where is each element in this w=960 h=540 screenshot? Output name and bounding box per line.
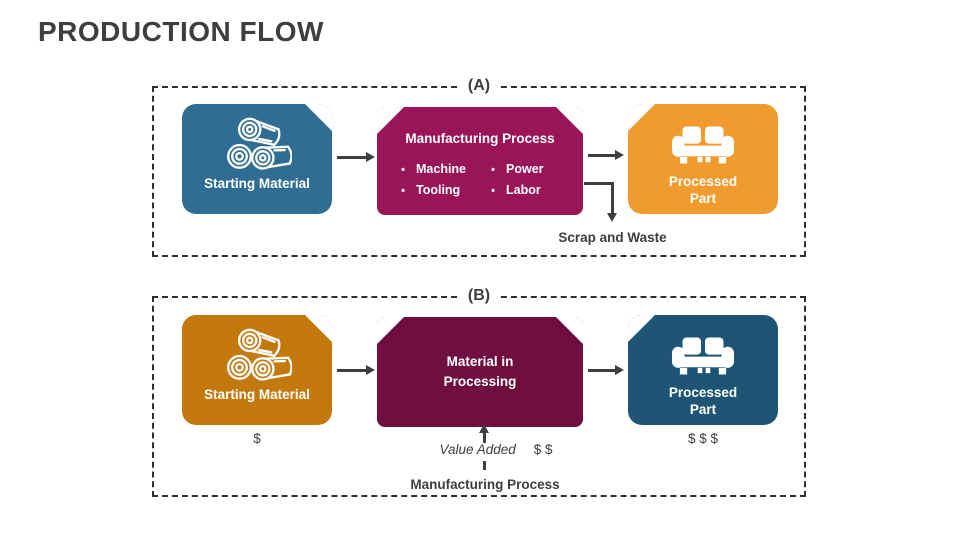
starting-material-label: Starting Material [204,387,310,402]
bullet-label: Power [506,162,544,176]
processed-part-line1: Processed [668,174,738,189]
scrap-connector-arrow [607,182,616,222]
material-in-processing-line2: Processing [443,374,517,389]
section-a-panel: (A) [152,76,806,257]
section-a-label: (A) [457,76,501,96]
chamfer-decoration [556,107,583,134]
bullet-label: Machine [416,162,467,176]
arrow-a-start-to-process [337,152,375,161]
section-a-manufacturing-process-box: Manufacturing Process • Machine • Power … [377,107,583,215]
value-added-arrow-up [479,424,488,443]
starting-material-label: Starting Material [204,176,310,191]
couch-icon [671,126,735,164]
logs-icon [227,326,292,382]
value-added-dash [483,461,486,470]
section-a-processed-part-box: Processed Part [628,104,778,214]
chamfer-decoration [377,317,404,344]
bullet-label: Tooling [416,183,461,197]
bullet-dot: • [401,185,405,197]
bullet-machine: • Machine [390,162,480,178]
arrow-a-process-to-end [588,150,624,159]
section-b-panel: (B) [152,286,806,497]
logs-icon [227,115,292,171]
chamfer-decoration [556,317,583,344]
section-b-starting-material-box: Starting Material [182,315,332,425]
manufacturing-process-caption: Manufacturing Process [410,477,560,492]
section-a-starting-material-box: Starting Material [182,104,332,214]
processed-part-line2: Part [689,401,717,417]
processed-part-line2: Part [689,190,717,206]
couch-icon [671,337,735,375]
value-added-label: Value Added [439,442,516,457]
bullet-dot: • [491,164,495,176]
chamfer-decoration [305,104,332,131]
chamfer-decoration [377,107,404,134]
manufacturing-process-bullets: • Machine • Power • Tooling • Labor [390,162,570,199]
processed-part-label: Processed Part [669,174,737,208]
bullet-labor: • Labor [480,183,570,199]
value-added-cost: $ $ [533,442,553,457]
bullet-label: Labor [506,183,541,197]
processed-part-label: Processed Part [669,385,737,419]
page-title: PRODUCTION FLOW [38,16,324,47]
material-in-processing-line1: Material in [446,354,514,370]
scrap-connector-horizontal [584,182,613,185]
value-added-row: Value Added $ $ [390,442,602,457]
manufacturing-process-title: Manufacturing Process [405,131,555,146]
bullet-dot: • [401,164,405,176]
bullet-tooling: • Tooling [390,183,480,199]
processed-part-cost: $ $ $ [687,431,719,446]
chamfer-decoration [305,315,332,342]
section-b-processed-part-box: Processed Part [628,315,778,425]
bullet-power: • Power [480,162,570,178]
scrap-and-waste-label: Scrap and Waste [558,230,667,245]
processed-part-line1: Processed [668,385,738,400]
chamfer-decoration [628,315,655,342]
arrow-b-start-to-process [337,365,375,374]
section-b-material-in-processing-box: Material in Processing [377,317,583,427]
section-b-label: (B) [457,286,501,306]
chamfer-decoration [628,104,655,131]
starting-material-cost: $ [253,431,261,446]
arrow-b-process-to-end [588,365,624,374]
bullet-dot: • [491,185,495,197]
material-in-processing-label: Material in Processing [444,352,517,391]
